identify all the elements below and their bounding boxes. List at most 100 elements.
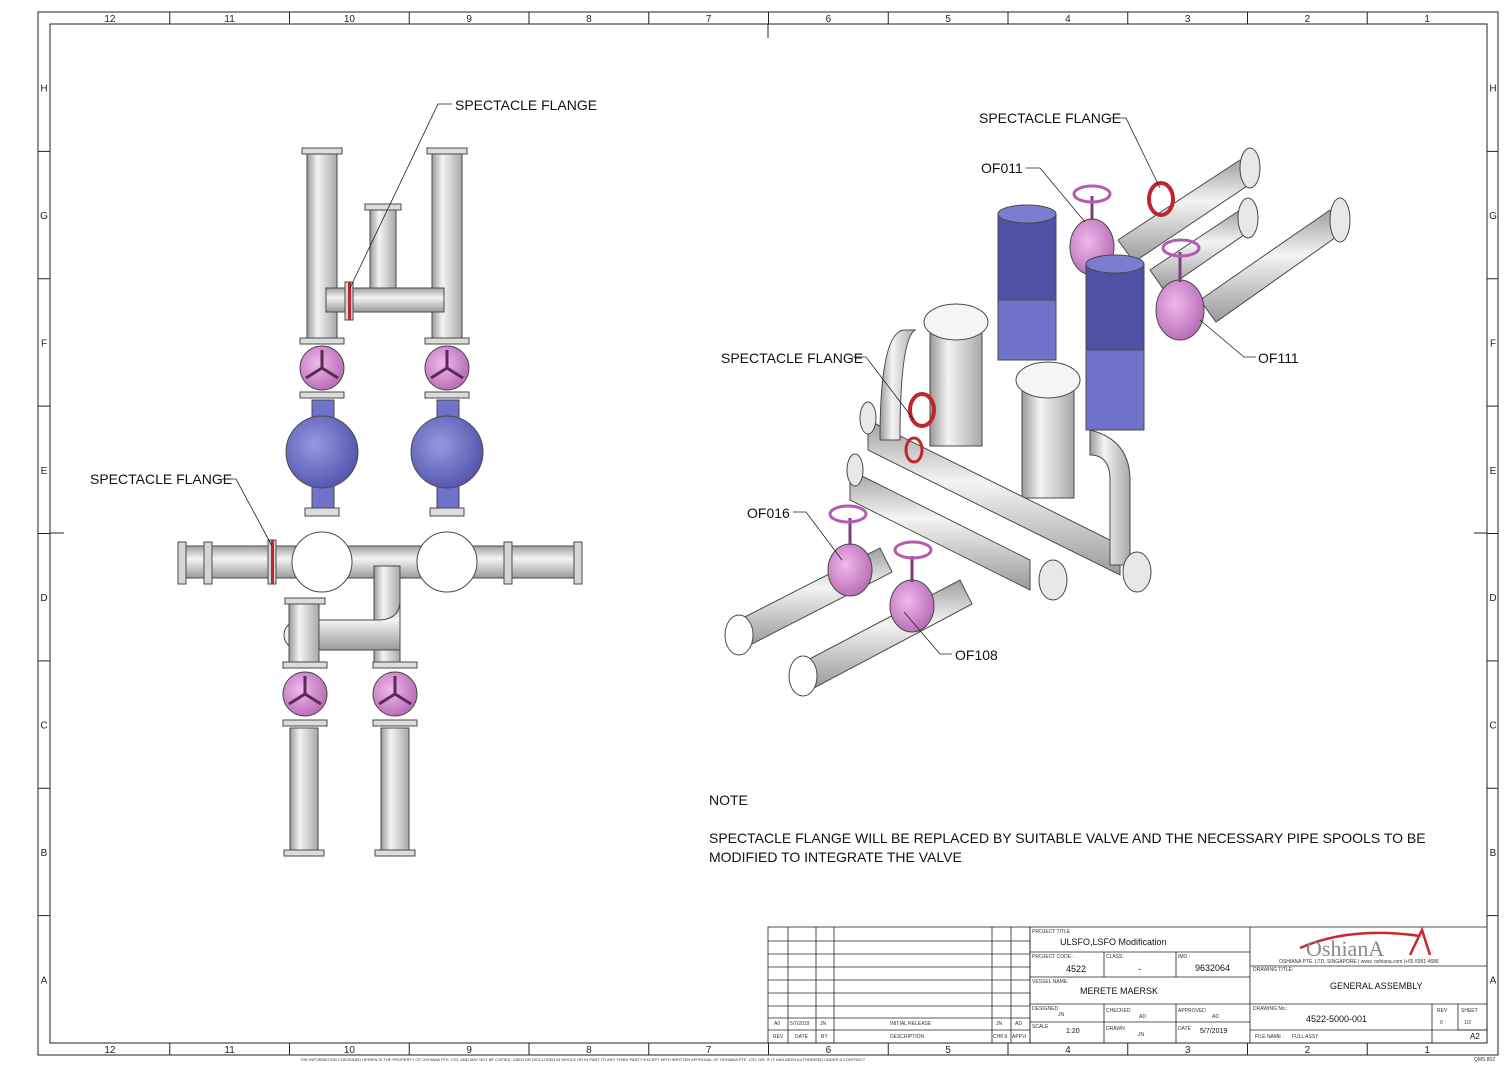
project-title-label: PROJECT TITLE (1032, 929, 1071, 935)
footer-disclaimer: THE INFORMATION CONTAINED HEREIN IS THE … (300, 1057, 866, 1062)
sheet-border (37, 11, 1499, 1056)
drawn-label: DRAWN (1106, 1026, 1125, 1032)
callout-spectacle-flange-right-top: SPECTACLE FLANGE (979, 110, 1122, 126)
oshiana-logo: OshianA (1299, 926, 1432, 961)
leader-lines-right (793, 117, 1256, 655)
zone-label: D (40, 593, 47, 604)
project-code: 4522 (1066, 964, 1087, 974)
zone-label: H (1489, 84, 1496, 95)
callout-of011: OF011 (981, 160, 1023, 176)
class-label: CLASS: (1106, 954, 1124, 960)
rev-value: 0 (1440, 1020, 1443, 1026)
zone-label: 8 (586, 14, 592, 25)
vessel-name: MERETE MAERSK (1080, 986, 1159, 996)
designed-value: JN (1058, 1012, 1065, 1018)
sheet-label: SHEET (1461, 1008, 1478, 1014)
rev-row-appd: AD (1015, 1021, 1022, 1027)
file-name: FULL ASSY (1292, 1034, 1319, 1040)
zone-label: A (41, 975, 48, 986)
left-piping-view (177, 147, 583, 857)
class-value: - (1138, 964, 1141, 974)
title-block-grid (1029, 926, 1488, 1044)
spectacle-flange-left-side (271, 540, 274, 584)
project-code-label: PROJECT CODE : (1032, 954, 1074, 960)
zone-label: 11 (224, 1045, 235, 1056)
zone-label: 10 (344, 1045, 356, 1056)
zone-label: 4 (1065, 1045, 1071, 1056)
rev-header-description: DESCRIPTION (890, 1034, 925, 1040)
approved-value: AD (1212, 1014, 1219, 1020)
rev-row-chkd: JN (996, 1021, 1003, 1027)
rev-row-by: JN (820, 1021, 827, 1027)
footer-form-code: QMS 802 (1474, 1057, 1496, 1063)
note-heading: NOTE (709, 792, 748, 808)
zone-label: 8 (586, 1045, 592, 1056)
zone-label: G (40, 211, 48, 222)
zone-label: 6 (826, 1045, 832, 1056)
file-name-label: FILE NAME : (1255, 1034, 1285, 1040)
zone-label: H (40, 84, 47, 95)
zone-label: B (1490, 848, 1497, 859)
callout-of111: OF111 (1258, 350, 1299, 366)
checked-label: CHECKED (1106, 1008, 1131, 1014)
rev-header-chkd: CHK'd (993, 1034, 1008, 1040)
rev-label: REV (1437, 1008, 1448, 1014)
zone-label: 7 (706, 14, 712, 25)
zone-label: 6 (826, 14, 832, 25)
zone-label: 12 (104, 14, 116, 25)
rev-header-by: BY (821, 1034, 828, 1040)
zone-label: 1 (1424, 1045, 1430, 1056)
imo-label: IMO : (1178, 954, 1191, 960)
rev-row-rev: A0 (774, 1021, 781, 1027)
sheet-value: 1/2 (1464, 1020, 1471, 1026)
company-line: OSHIANA PTE. LTD. SINGAPORE | www. oshia… (1279, 959, 1439, 965)
zone-label: F (1490, 338, 1496, 349)
zone-label: 2 (1305, 1045, 1311, 1056)
revision-table-grid (767, 926, 1031, 1044)
zone-label: 5 (945, 1045, 951, 1056)
rev-header-appd: APP'd (1012, 1034, 1026, 1040)
zone-label: 12 (104, 1045, 116, 1056)
leader-lines-left (222, 103, 452, 547)
imo-value: 9632064 (1195, 963, 1231, 973)
zone-label: A (1490, 975, 1497, 986)
zone-label: E (1490, 466, 1497, 477)
svg-text:OshianA: OshianA (1306, 936, 1384, 961)
rev-header-date: DATE (795, 1034, 808, 1040)
callout-spectacle-flange-left-side: SPECTACLE FLANGE (90, 471, 233, 487)
zone-label: G (1489, 211, 1497, 222)
zone-label: B (41, 848, 48, 859)
callout-of108: OF108 (955, 647, 998, 663)
zone-label: F (41, 338, 47, 349)
callout-of016: OF016 (747, 505, 790, 521)
zone-label: 4 (1065, 14, 1071, 25)
drawing-title-label: DRAWING TITLE: (1253, 967, 1294, 973)
checked-value: AD (1139, 1014, 1146, 1020)
zone-label: 7 (706, 1045, 712, 1056)
drawing-no: 4522-5000-001 (1306, 1014, 1368, 1024)
vessel-label: VESSEL NAME: (1032, 979, 1069, 985)
zone-label: 3 (1185, 1045, 1191, 1056)
note-body: SPECTACLE FLANGE WILL BE REPLACED BY SUI… (709, 830, 1426, 865)
drawing-no-label: DRAWING No.: (1253, 1006, 1288, 1012)
zone-label: E (41, 466, 48, 477)
rev-header-rev: REV (773, 1034, 784, 1040)
zone-label: 11 (224, 14, 235, 25)
zone-label: 1 (1424, 14, 1430, 25)
spectacle-flange-left-top (348, 282, 351, 320)
zone-label: C (1489, 721, 1496, 732)
designed-label: DESIGNED (1032, 1006, 1059, 1012)
zone-label: 3 (1185, 14, 1191, 25)
callout-spectacle-flange-left-top: SPECTACLE FLANGE (455, 97, 598, 113)
approved-label: APPROVED (1178, 1008, 1206, 1014)
date-label: DATE (1178, 1026, 1191, 1032)
rev-row-date: 5/7/2019 (790, 1021, 810, 1027)
zone-label: 2 (1305, 14, 1311, 25)
zone-label: 5 (945, 14, 951, 25)
zone-ticks (38, 12, 1498, 1055)
spectacle-flange-right-mid (908, 392, 936, 428)
callout-spectacle-flange-right-mid: SPECTACLE FLANGE (721, 350, 864, 366)
sheet-size: A2 (1470, 1032, 1480, 1041)
